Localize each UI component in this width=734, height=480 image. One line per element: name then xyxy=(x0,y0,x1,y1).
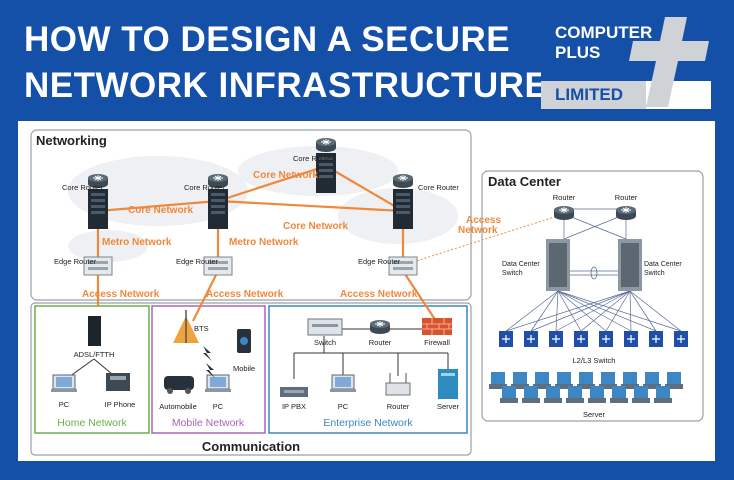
home-network-frame xyxy=(34,305,150,434)
wireless-router-icon xyxy=(385,373,411,396)
dc-switch-label-1b: Switch xyxy=(502,270,523,277)
enterprise-links xyxy=(293,328,449,379)
edge-router-label-1: Edge Router xyxy=(54,257,97,266)
diagram-panel: Networking Data Center Communication Cor… xyxy=(18,121,715,461)
dc-switch-label-2a: Data Center xyxy=(644,261,682,268)
mobile-phone-icon xyxy=(237,329,251,353)
core-links xyxy=(96,164,437,322)
automobile-label: Automobile xyxy=(159,402,197,411)
logo-text-computer: COMPUTER xyxy=(555,23,653,42)
enterprise-router-icon xyxy=(369,319,391,335)
mobile-network-title: Mobile Network xyxy=(172,417,245,429)
enterprise-server-label: Server xyxy=(437,402,460,411)
dc-switch-1 xyxy=(546,239,570,291)
core-router-label-3: Core Router xyxy=(293,154,334,163)
network-diagram: Networking Data Center Communication Cor… xyxy=(30,129,704,456)
access-network-label-1: Access Network xyxy=(82,289,160,300)
mobile-network-frame xyxy=(151,305,266,434)
communication-frame xyxy=(30,302,472,456)
firewall-icon xyxy=(422,318,452,335)
communication-title: Communication xyxy=(202,439,300,454)
plus-logo-icon xyxy=(629,17,709,107)
bts-tower-icon xyxy=(173,310,199,343)
enterprise-server-icon xyxy=(438,369,458,399)
mobile-label: Mobile xyxy=(233,364,255,373)
enterprise-pc-label: PC xyxy=(338,402,349,411)
enterprise-pc-icon xyxy=(329,374,357,393)
dc-router-2 xyxy=(615,205,637,221)
mobile-pc-label: PC xyxy=(213,402,224,411)
adsl-label: ADSL/FTTH xyxy=(74,350,115,359)
core-network-label-2: Core Network xyxy=(253,170,318,181)
bts-label: BTS xyxy=(194,324,209,333)
firewall-label: Firewall xyxy=(424,338,450,347)
ip-phone-label: IP Phone xyxy=(105,400,136,409)
edge-router-label-3: Edge Router xyxy=(358,257,401,266)
core-network-label-3: Core Network xyxy=(283,221,348,232)
wireless-signal-icons xyxy=(203,346,215,378)
data-center-links xyxy=(505,208,682,332)
networking-title: Networking xyxy=(36,133,107,148)
ip-pbx-icon xyxy=(280,387,308,397)
wireless-router-label: Router xyxy=(387,402,410,411)
page-title-line-2: NETWORK INFRASTRUCTURE xyxy=(24,66,549,105)
enterprise-network-frame xyxy=(268,305,468,434)
ip-phone-icon xyxy=(106,373,130,391)
server-row xyxy=(489,372,683,403)
access-network-label-dc-1: Access xyxy=(466,215,501,226)
l2l3-switch-label: L2/L3 Switch xyxy=(573,356,616,365)
dc-switch-2 xyxy=(618,239,642,291)
metro-network-label-2: Metro Network xyxy=(229,237,299,248)
data-center-title: Data Center xyxy=(488,174,561,189)
ip-pbx-label: IP PBX xyxy=(282,402,306,411)
core-router-3 xyxy=(315,137,337,193)
dc-switch-label-1a: Data Center xyxy=(502,261,540,268)
core-network-label-1: Core Network xyxy=(128,205,193,216)
edge-router-label-2: Edge Router xyxy=(176,257,219,266)
access-link-data-center xyxy=(412,213,565,263)
company-logo: COMPUTER PLUS LIMITED xyxy=(541,15,711,109)
mobile-pc-icon xyxy=(204,374,232,393)
networking-frame xyxy=(30,129,472,301)
access-network-label-dc-2: Network xyxy=(458,225,498,236)
home-network-title: Home Network xyxy=(57,417,127,429)
dc-router-label-2: Router xyxy=(615,193,638,202)
enterprise-switch-label: Switch xyxy=(314,338,336,347)
core-router-label-4: Core Router xyxy=(418,183,459,192)
dc-switch-label-2b: Switch xyxy=(644,270,665,277)
logo-text-limited: LIMITED xyxy=(555,85,623,104)
home-pc-icon xyxy=(50,374,78,393)
enterprise-router-label: Router xyxy=(369,338,392,347)
enterprise-switch-icon xyxy=(307,318,343,336)
enterprise-network-title: Enterprise Network xyxy=(323,417,413,429)
dc-router-1 xyxy=(553,205,575,221)
access-network-label-2: Access Network xyxy=(206,289,284,300)
core-router-4 xyxy=(392,173,414,229)
data-center-frame xyxy=(481,170,704,422)
server-label: Server xyxy=(583,410,606,419)
l2l3-switch-row xyxy=(498,330,689,348)
page-title-line-1: HOW TO DESIGN A SECURE xyxy=(24,20,511,59)
home-pc-label: PC xyxy=(59,400,70,409)
access-network-label-3: Access Network xyxy=(340,289,418,300)
link-aggregation-icon xyxy=(590,266,598,280)
dc-router-label-1: Router xyxy=(553,193,576,202)
metro-network-label-1: Metro Network xyxy=(102,237,172,248)
adsl-modem-icon xyxy=(88,316,101,346)
logo-text-plus: PLUS xyxy=(555,43,601,62)
core-router-label-1: Core Router xyxy=(62,183,103,192)
automobile-icon xyxy=(164,376,194,394)
core-router-label-2: Core Router xyxy=(184,183,225,192)
